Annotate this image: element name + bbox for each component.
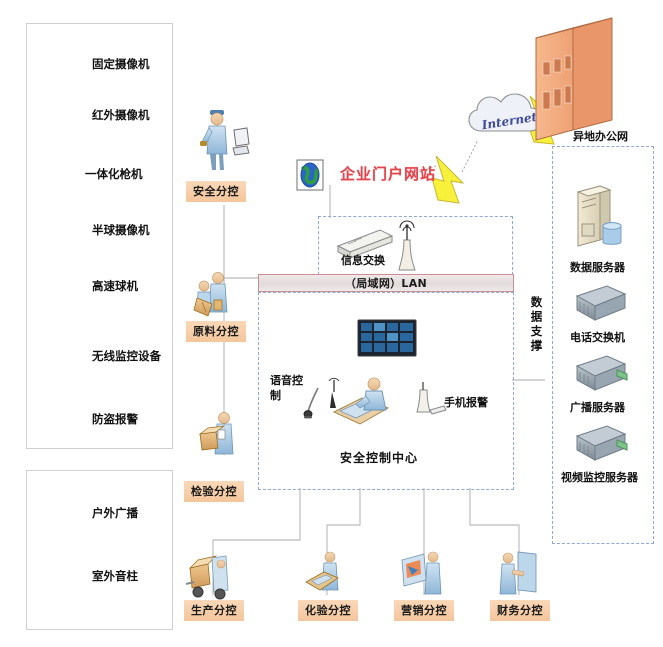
node-label-inspection-subcontrol: 检验分控: [184, 481, 244, 502]
node-security-subcontrol[interactable]: 安全分控: [186, 178, 246, 202]
legend-label-dome-camera: 半球摄像机: [92, 223, 150, 237]
node-label-marketing-subcontrol: 营销分控: [394, 600, 454, 621]
lan-bar: （局域网）LAN: [258, 274, 514, 292]
legend-item-infrared-camera: 红外摄像机: [92, 107, 150, 123]
legend-item-sound-column: 室外音柱: [92, 568, 138, 584]
device-legend-panel: [26, 23, 173, 449]
safety-control-center-label: 安全控制中心: [340, 451, 419, 465]
legend-label-fixed-camera: 固定摄像机: [92, 57, 150, 71]
legend-label-sound-column: 室外音柱: [92, 569, 138, 583]
lan-label: （局域网）LAN: [344, 277, 428, 290]
node-marketing-subcontrol[interactable]: 营销分控: [394, 597, 454, 621]
legend-item-fixed-camera: 固定摄像机: [92, 56, 150, 72]
legend-item-alarm: 防盗报警: [92, 411, 138, 427]
legend-item-outdoor-speaker: 户外广播: [92, 505, 138, 521]
legend-label-integrated-gun-camera: 一体化枪机: [85, 167, 143, 181]
legend-label-outdoor-speaker: 户外广播: [92, 506, 138, 520]
mobile-alarm-label: 手机报警: [444, 396, 488, 409]
legend-item-dome-camera: 半球摄像机: [92, 222, 150, 238]
svg-text:Internet: Internet: [480, 110, 539, 133]
enterprise-portal-label[interactable]: 企业门户网站: [340, 165, 437, 183]
information-exchange-label: 信息交换: [341, 254, 385, 267]
audio-legend-panel: [26, 470, 173, 630]
safety-control-center-region: [258, 292, 514, 490]
legend-item-speed-dome: 高速球机: [92, 278, 138, 294]
legend-item-integrated-gun-camera: 一体化枪机: [85, 166, 143, 182]
legend-label-wireless-monitor: 无线监控设备: [92, 349, 161, 363]
information-exchange-region: [318, 216, 513, 280]
node-finance-subcontrol[interactable]: 财务分控: [490, 597, 550, 621]
voice-control-label-line1: 语音控: [270, 374, 303, 387]
data-server-label: 数据服务器: [570, 261, 625, 274]
node-production-subcontrol[interactable]: 生产分控: [184, 597, 244, 621]
node-lab-subcontrol[interactable]: 化验分控: [298, 597, 358, 621]
node-inspection-subcontrol[interactable]: 检验分控: [184, 478, 244, 502]
telephone-switch-label: 电话交换机: [570, 331, 625, 344]
voice-control-label-line2: 制: [270, 389, 281, 402]
node-label-security-subcontrol: 安全分控: [186, 181, 246, 202]
data-support-vertical-label: 数据支撑: [529, 296, 544, 354]
node-label-material-subcontrol: 原料分控: [186, 321, 246, 342]
legend-label-alarm: 防盗报警: [92, 412, 138, 426]
node-label-finance-subcontrol: 财务分控: [490, 600, 550, 621]
node-material-subcontrol[interactable]: 原料分控: [186, 318, 246, 342]
legend-item-wireless-monitor: 无线监控设备: [92, 348, 161, 364]
node-label-production-subcontrol: 生产分控: [184, 600, 244, 621]
broadcast-server-label: 广播服务器: [570, 401, 625, 414]
video-monitor-server-label: 视频监控服务器: [561, 471, 638, 484]
node-label-lab-subcontrol: 化验分控: [298, 600, 358, 621]
legend-label-infrared-camera: 红外摄像机: [92, 108, 150, 122]
data-support-region: [552, 146, 654, 544]
remote-office-label: 异地办公网: [573, 130, 628, 143]
legend-label-speed-dome: 高速球机: [92, 279, 138, 293]
